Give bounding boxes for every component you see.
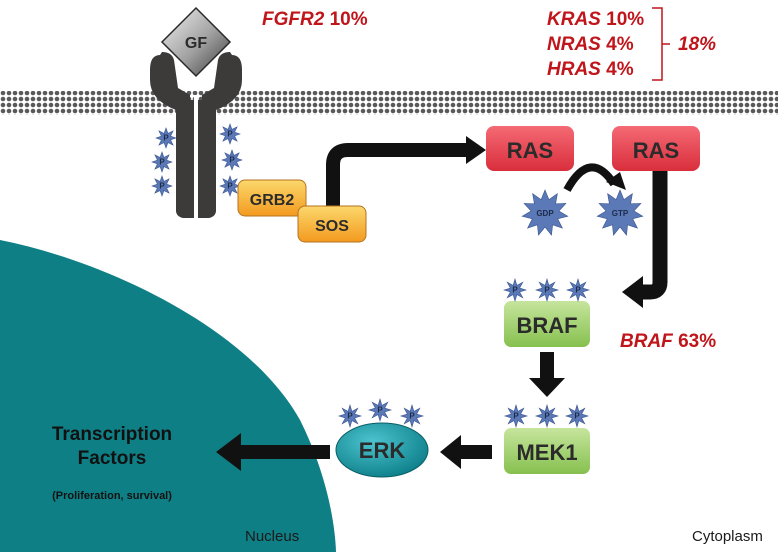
nras-mutation: NRAS 4% <box>547 34 634 55</box>
fgfr2-pct: 10% <box>330 9 368 30</box>
phospho-star-icon: P <box>564 403 590 429</box>
fgfr2-gene: FGFR2 <box>262 9 325 30</box>
phospho-label: P <box>227 129 233 138</box>
mek1-box: MEK1 <box>504 428 590 474</box>
phospho-star-icon: P <box>155 127 177 149</box>
grb2-box: GRB2 <box>237 179 307 217</box>
arrow-sos-to-ras-head <box>466 136 486 164</box>
braf-pct: 63% <box>678 331 716 352</box>
transcription-factors-line1: Transcription <box>52 424 172 445</box>
phospho-star-icon: P <box>151 175 173 197</box>
arrow-braf-to-mek1-head <box>529 378 565 397</box>
phospho-label: P <box>229 155 235 164</box>
phospho-star-icon: P <box>219 175 241 197</box>
erk-phospho-group: PPP <box>337 397 425 429</box>
phospho-label: P <box>575 285 581 294</box>
phospho-label: P <box>159 157 165 166</box>
gf-ligand: GF <box>160 6 232 78</box>
nras-pct: 4% <box>606 34 634 55</box>
phospho-star-icon: P <box>534 277 560 303</box>
arrow-ras-to-braf-head <box>622 276 643 308</box>
arrow-erk-to-nucleus-head <box>216 433 241 471</box>
arrow-sos-to-ras <box>326 143 468 212</box>
ras-active-box: RAS <box>612 126 700 171</box>
phospho-star-icon: P <box>151 151 173 173</box>
arrow-mek1-to-erk-head <box>440 435 461 469</box>
phospho-star-icon: P <box>337 403 363 429</box>
molecule-star-icon <box>521 189 569 236</box>
fgfr2-receptor <box>150 52 242 218</box>
phospho-star-icon: P <box>534 403 560 429</box>
mek1-label: MEK1 <box>516 440 577 465</box>
phospho-label: P <box>347 411 353 420</box>
receptor-phospho-group: P P P P P P <box>151 123 243 197</box>
kras-gene: KRAS <box>547 9 601 30</box>
grb2-label: GRB2 <box>250 192 295 209</box>
braf-label: BRAF <box>516 313 577 338</box>
phospho-star-icon: P <box>503 403 529 429</box>
braf-mutation: BRAF 63% <box>620 331 716 352</box>
transcription-factors-subtitle: (Proliferation, survival) <box>52 490 172 502</box>
ras-total: 18% <box>678 34 716 55</box>
arrow-ras-to-braf <box>640 170 668 300</box>
hras-pct: 4% <box>606 59 634 80</box>
phospho-label: P <box>163 133 169 142</box>
phospho-star-icon: P <box>502 277 528 303</box>
erk-label: ERK <box>359 438 406 463</box>
arrow-gdp-gtp <box>563 163 618 193</box>
ras-inactive-label: RAS <box>507 138 553 163</box>
arrows <box>216 136 668 471</box>
transcription-factors-line2: Factors <box>78 448 147 469</box>
fgfr2-mutation: FGFR2 10% <box>262 9 368 30</box>
phospho-label: P <box>544 285 550 294</box>
cytoplasm-label: Cytoplasm <box>692 528 763 545</box>
cell-membrane <box>0 91 778 115</box>
ras-inactive-box: RAS <box>486 126 574 171</box>
gdp-molecule <box>521 189 569 236</box>
sos-box: SOS <box>297 205 367 243</box>
phospho-label: P <box>227 181 233 190</box>
phospho-star-icon: P <box>367 397 393 423</box>
gtp-molecule <box>596 189 644 236</box>
kras-pct: 10% <box>606 9 644 30</box>
phospho-label: P <box>377 405 383 414</box>
sos-label: SOS <box>315 218 349 235</box>
phospho-label: P <box>574 411 580 420</box>
hras-mutation: HRAS 4% <box>547 59 634 80</box>
phospho-label: P <box>544 411 550 420</box>
phospho-label: P <box>513 411 519 420</box>
nras-gene: NRAS <box>547 34 601 55</box>
erk-node: ERK <box>335 422 429 478</box>
nucleus-label: Nucleus <box>245 528 299 545</box>
phospho-star-icon: P <box>219 123 241 145</box>
arrow-braf-to-mek1 <box>540 352 554 380</box>
ras-bracket <box>652 7 670 81</box>
hras-gene: HRAS <box>547 59 601 80</box>
phospho-star-icon: P <box>399 403 425 429</box>
braf-gene: BRAF <box>620 331 674 352</box>
arrow-gdp-gtp-head <box>606 172 626 190</box>
nucleus <box>0 240 336 552</box>
phospho-label: P <box>159 181 165 190</box>
ras-active-label: RAS <box>633 138 679 163</box>
phospho-star-icon: P <box>565 277 591 303</box>
phospho-label: P <box>512 285 518 294</box>
braf-box: BRAF <box>504 301 590 347</box>
phospho-label: P <box>409 411 415 420</box>
gdp-label: GDP <box>536 209 554 218</box>
arrow-mek1-to-erk <box>458 445 492 459</box>
gtp-label: GTP <box>612 209 629 218</box>
arrow-erk-to-nucleus <box>238 445 330 459</box>
kras-mutation: KRAS 10% <box>547 9 644 30</box>
gf-label: GF <box>185 35 207 52</box>
phospho-star-icon: P <box>221 149 243 171</box>
molecule-star-icon <box>596 189 644 236</box>
